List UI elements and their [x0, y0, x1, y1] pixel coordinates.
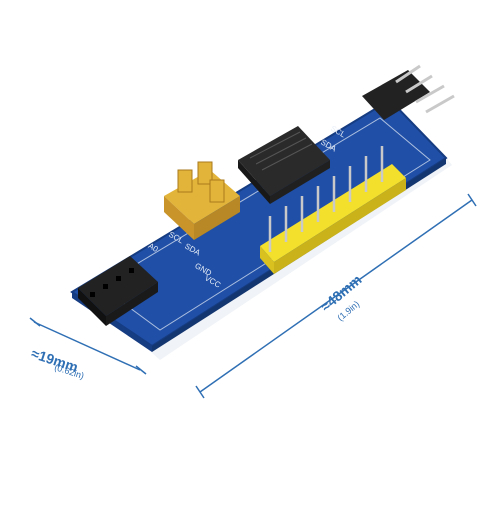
yellow-pin-header	[260, 164, 406, 274]
header-pins	[268, 146, 384, 252]
width-dimension-line	[29, 317, 147, 375]
length-dimension-line	[195, 193, 477, 399]
female-header-connector	[78, 256, 158, 326]
ic-chip	[238, 126, 330, 204]
address-jumpers	[164, 161, 240, 240]
right-angle-header	[362, 64, 455, 120]
